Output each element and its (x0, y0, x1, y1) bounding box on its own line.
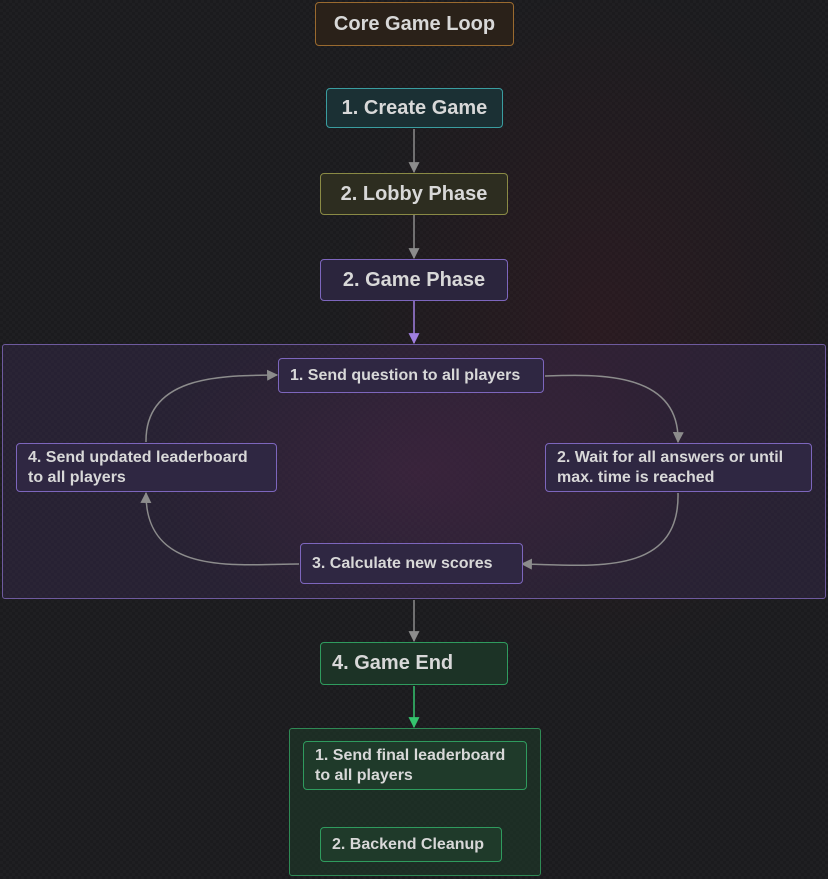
lobby-phase-label: 2. Lobby Phase (340, 182, 488, 205)
arrow-step4-to-step1 (145, 369, 279, 443)
game-phase-node: 2. Game Phase (320, 259, 508, 301)
loop-step-send-leaderboard-line2: to all players (28, 468, 126, 486)
game-end-node: 4. Game End (320, 642, 508, 685)
loop-step-wait-answers-line1: 2. Wait for all answers or until (557, 448, 784, 466)
loop-step-send-leaderboard: 4. Send updated leaderboard to all playe… (16, 443, 277, 492)
lobby-phase-node: 2. Lobby Phase (320, 173, 508, 215)
diagram-title: Core Game Loop (315, 2, 514, 46)
end-step-backend-cleanup: 2. Backend Cleanup (320, 827, 502, 862)
arrow-step2-to-step3 (520, 492, 679, 570)
arrow-step1-to-step2 (544, 374, 684, 444)
loop-step-calculate-scores-label: 3. Calculate new scores (312, 554, 493, 572)
create-game-node: 1. Create Game (326, 88, 503, 128)
loop-step-calculate-scores: 3. Calculate new scores (300, 543, 523, 584)
loop-step-wait-answers: 2. Wait for all answers or until max. ti… (545, 443, 812, 492)
diagram-title-text: Core Game Loop (333, 12, 496, 35)
loop-step-send-question-label: 1. Send question to all players (290, 366, 521, 384)
end-step-final-leaderboard-line2: to all players (315, 766, 413, 784)
end-step-backend-cleanup-label: 2. Backend Cleanup (332, 835, 485, 853)
game-phase-label: 2. Game Phase (342, 268, 486, 291)
arrow-step3-to-step4 (140, 491, 300, 566)
create-game-label: 1. Create Game (341, 96, 488, 119)
end-step-final-leaderboard: 1. Send final leaderboard to all players (303, 741, 527, 790)
end-step-final-leaderboard-line1: 1. Send final leaderboard (315, 746, 506, 764)
loop-step-send-question: 1. Send question to all players (278, 358, 544, 393)
loop-step-wait-answers-line2: max. time is reached (557, 468, 715, 486)
game-end-label: 4. Game End (332, 652, 454, 675)
loop-step-send-leaderboard-line1: 4. Send updated leaderboard (28, 448, 248, 466)
